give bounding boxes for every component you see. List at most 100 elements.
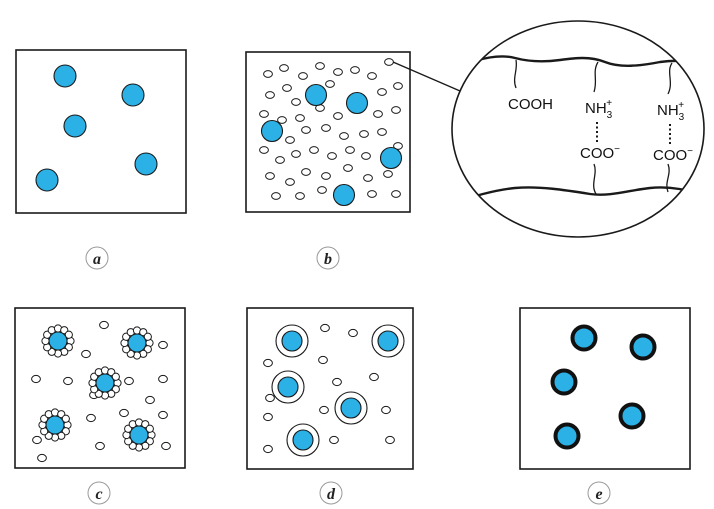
protein-particle [333,112,343,120]
protein-particle [265,172,275,180]
oil-droplet [377,330,399,352]
protein-particle [285,136,295,144]
protein-particle [282,84,292,92]
group-coo-left: COO− [580,144,620,162]
protein-particle [391,190,401,198]
protein-particle [158,410,168,420]
protein-particle [318,355,328,365]
oil-droplet [260,119,284,143]
coated-droplet [120,326,154,360]
oil-droplet [45,415,65,435]
protein-particle [325,80,335,88]
zoom-circle [451,20,705,238]
protein-chain-bottom [453,186,704,204]
protein-particle [263,412,273,422]
oil-droplet [53,64,77,88]
protein-particle [348,328,358,338]
protein-particle [63,376,73,386]
panel-label-a-text: a [93,251,101,268]
oil-droplet-thick-shell [629,333,657,361]
panel-label-e-text: e [595,486,602,503]
protein-particle [391,106,401,114]
side-chain-nh3-right [667,62,673,95]
protein-particle [263,358,273,368]
protein-particle [265,393,275,403]
panel-label-d-text: d [327,486,336,503]
protein-particle [333,68,343,76]
protein-particle [332,377,342,387]
protein-chain-top [460,55,704,68]
panel-a [15,49,187,214]
group-nh3-right: NH3+ [657,100,685,123]
shelled-droplet [271,370,305,404]
protein-particle [158,374,168,384]
protein-particle [339,132,349,140]
panel-label-c-text: c [95,486,102,503]
protein-particle [381,405,391,415]
protein-particle [363,174,373,182]
protein-particle [124,376,134,386]
side-chain-nh3-left [593,61,599,93]
panel-b-droplets [260,83,403,207]
protein-particle [161,441,171,451]
adsorbed-particle [143,332,152,341]
protein-particle [119,408,129,418]
oil-droplet-thick-shell [618,402,646,430]
coated-droplet [41,324,75,358]
protein-particle [158,340,168,350]
protein-particle [145,395,155,405]
zoom-leader-line [392,61,468,95]
protein-particle [329,435,339,445]
protein-particle [291,98,301,106]
panel-c [14,307,186,469]
protein-particle [301,126,311,134]
protein-particle [295,114,305,122]
coated-droplet [88,366,122,400]
protein-particle [315,62,325,70]
zoom-detail: COOH NH3+ COO− NH3+ COO− [451,20,705,238]
protein-particle [319,405,329,415]
adsorbed-particle [61,414,70,423]
panel-d [246,307,414,470]
oil-droplet [292,429,314,451]
protein-particle [263,444,273,454]
adsorbed-particle [111,372,120,381]
adsorbed-particle [64,330,73,339]
protein-particle [384,58,394,66]
shelled-droplet [275,324,309,358]
oil-droplet [35,168,59,192]
shelled-droplet [334,391,368,425]
oil-droplet [304,83,328,107]
panel-label-a: a [85,246,109,270]
protein-particle [259,110,269,118]
shelled-droplet [286,423,320,457]
protein-particle [345,146,355,154]
panel-b-particles [259,58,403,200]
panel-d-particles [263,323,395,454]
oil-droplet [277,376,299,398]
side-chain-coo-left [593,163,597,195]
protein-particle [317,186,327,194]
protein-particle [377,128,387,136]
protein-particle [86,413,96,423]
coated-droplet [122,418,156,452]
oil-droplet [127,333,147,353]
protein-particle [343,164,353,172]
side-chain-coo-right [666,163,670,193]
protein-particle [263,70,273,78]
panel-e-droplets [550,324,657,450]
protein-particle [369,372,379,382]
panel-label-c: c [87,481,111,505]
protein-particle [37,453,47,463]
protein-particle [350,66,360,74]
panel-label-b-text: b [324,251,332,268]
protein-particle [367,190,377,198]
oil-droplet [63,114,87,138]
oil-droplet-thick-shell [550,368,578,396]
protein-particle [321,124,331,132]
panel-label-d: d [319,481,343,505]
protein-particle [373,110,383,118]
oil-droplet [379,146,403,170]
oil-droplet-thick-shell [553,422,581,450]
coated-droplet [38,408,72,442]
